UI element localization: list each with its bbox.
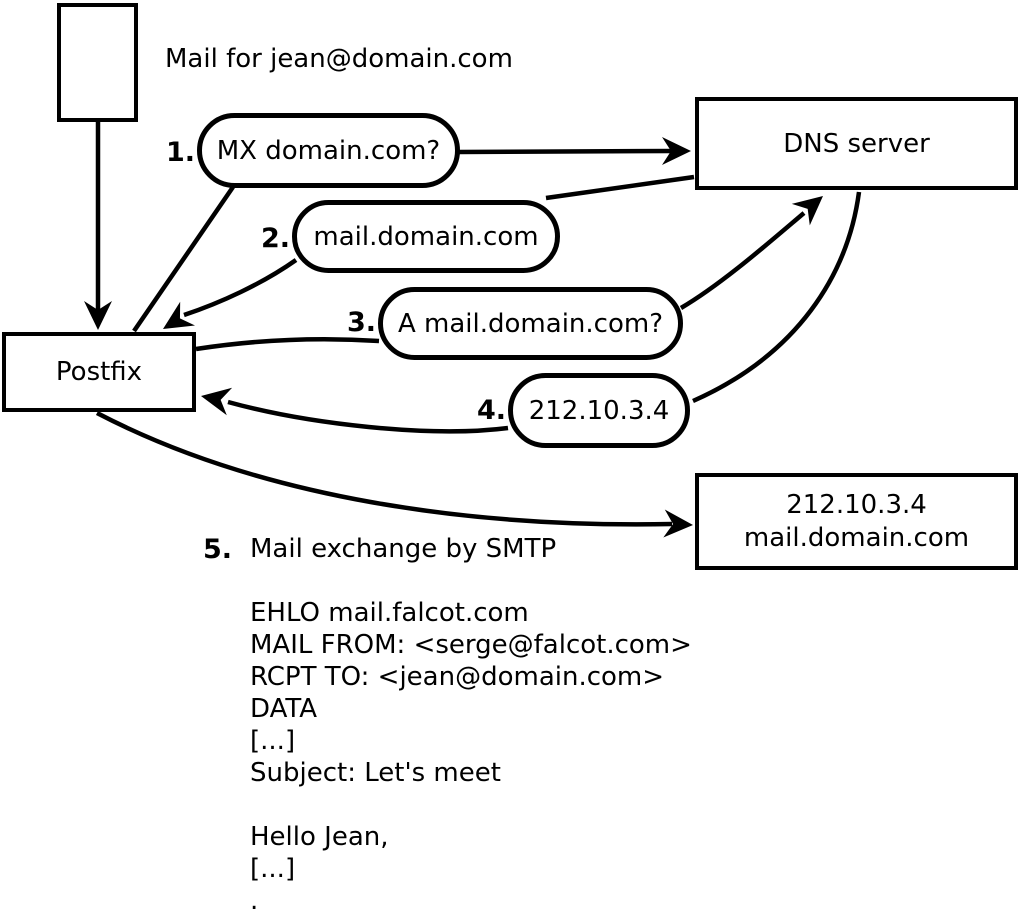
smtp-line: RCPT TO: <jean@domain.com> (250, 662, 665, 692)
query1-pill: MX domain.com? (197, 113, 460, 188)
mail-for-title: Mail for jean@domain.com (165, 44, 513, 74)
response4-label: 212.10.3.4 (528, 395, 670, 426)
smtp-line (250, 789, 692, 821)
smtp-line: . (250, 886, 259, 916)
line-dns-to-response2 (545, 174, 695, 201)
step5-label: Mail exchange by SMTP (250, 534, 557, 564)
smtp-line: [...] (250, 726, 296, 756)
dns-server-label: DNS server (783, 128, 930, 159)
smtp-line: Subject: Let's meet (250, 758, 501, 788)
envelope-box (57, 3, 138, 122)
line-dns-to-response4 (692, 191, 862, 404)
line-postfix-to-query3 (195, 336, 380, 352)
smtp-line: DATA (250, 694, 317, 724)
line-response2-to-postfix (183, 258, 298, 318)
step3-number: 3. (346, 307, 376, 338)
query1-label: MX domain.com? (216, 135, 441, 166)
arrowhead-into-dns-bottom-icon (791, 196, 823, 226)
query3-label: A mail.domain.com? (398, 308, 663, 339)
destination-ip-label: 212.10.3.4 (786, 489, 927, 520)
smtp-line: [...] (250, 854, 296, 884)
smtp-line: MAIL FROM: <serge@falcot.com> (250, 630, 692, 660)
line-query3-to-dns (679, 211, 806, 310)
query3-pill: A mail.domain.com? (378, 287, 683, 360)
destination-server-box: 212.10.3.4 mail.domain.com (695, 473, 1018, 570)
step1-number: 1. (165, 137, 195, 168)
step2-number: 2. (260, 223, 290, 254)
postfix-box: Postfix (2, 332, 196, 412)
line-postfix-to-query1 (132, 185, 235, 333)
arrowhead-into-postfix-top-icon (84, 301, 112, 330)
smtp-session-text: EHLO mail.falcot.com MAIL FROM: <serge@f… (250, 597, 692, 917)
smtp-line: EHLO mail.falcot.com (250, 598, 529, 628)
smtp-line: Hello Jean, (250, 822, 389, 852)
line-query1-to-dns (458, 148, 673, 155)
postfix-label: Postfix (55, 357, 143, 387)
arrowhead-into-dns-left-icon (662, 137, 691, 165)
arrowhead-into-postfix-right-icon (201, 387, 233, 416)
step5-number: 5. (202, 534, 232, 565)
response2-pill: mail.domain.com (292, 200, 560, 273)
arrowhead-into-mailserver-icon (663, 509, 693, 538)
step4-number: 4. (476, 395, 506, 426)
response2-label: mail.domain.com (313, 221, 539, 252)
destination-host-label: mail.domain.com (743, 522, 970, 553)
response4-pill: 212.10.3.4 (508, 373, 690, 448)
dns-server-box: DNS server (695, 97, 1018, 190)
